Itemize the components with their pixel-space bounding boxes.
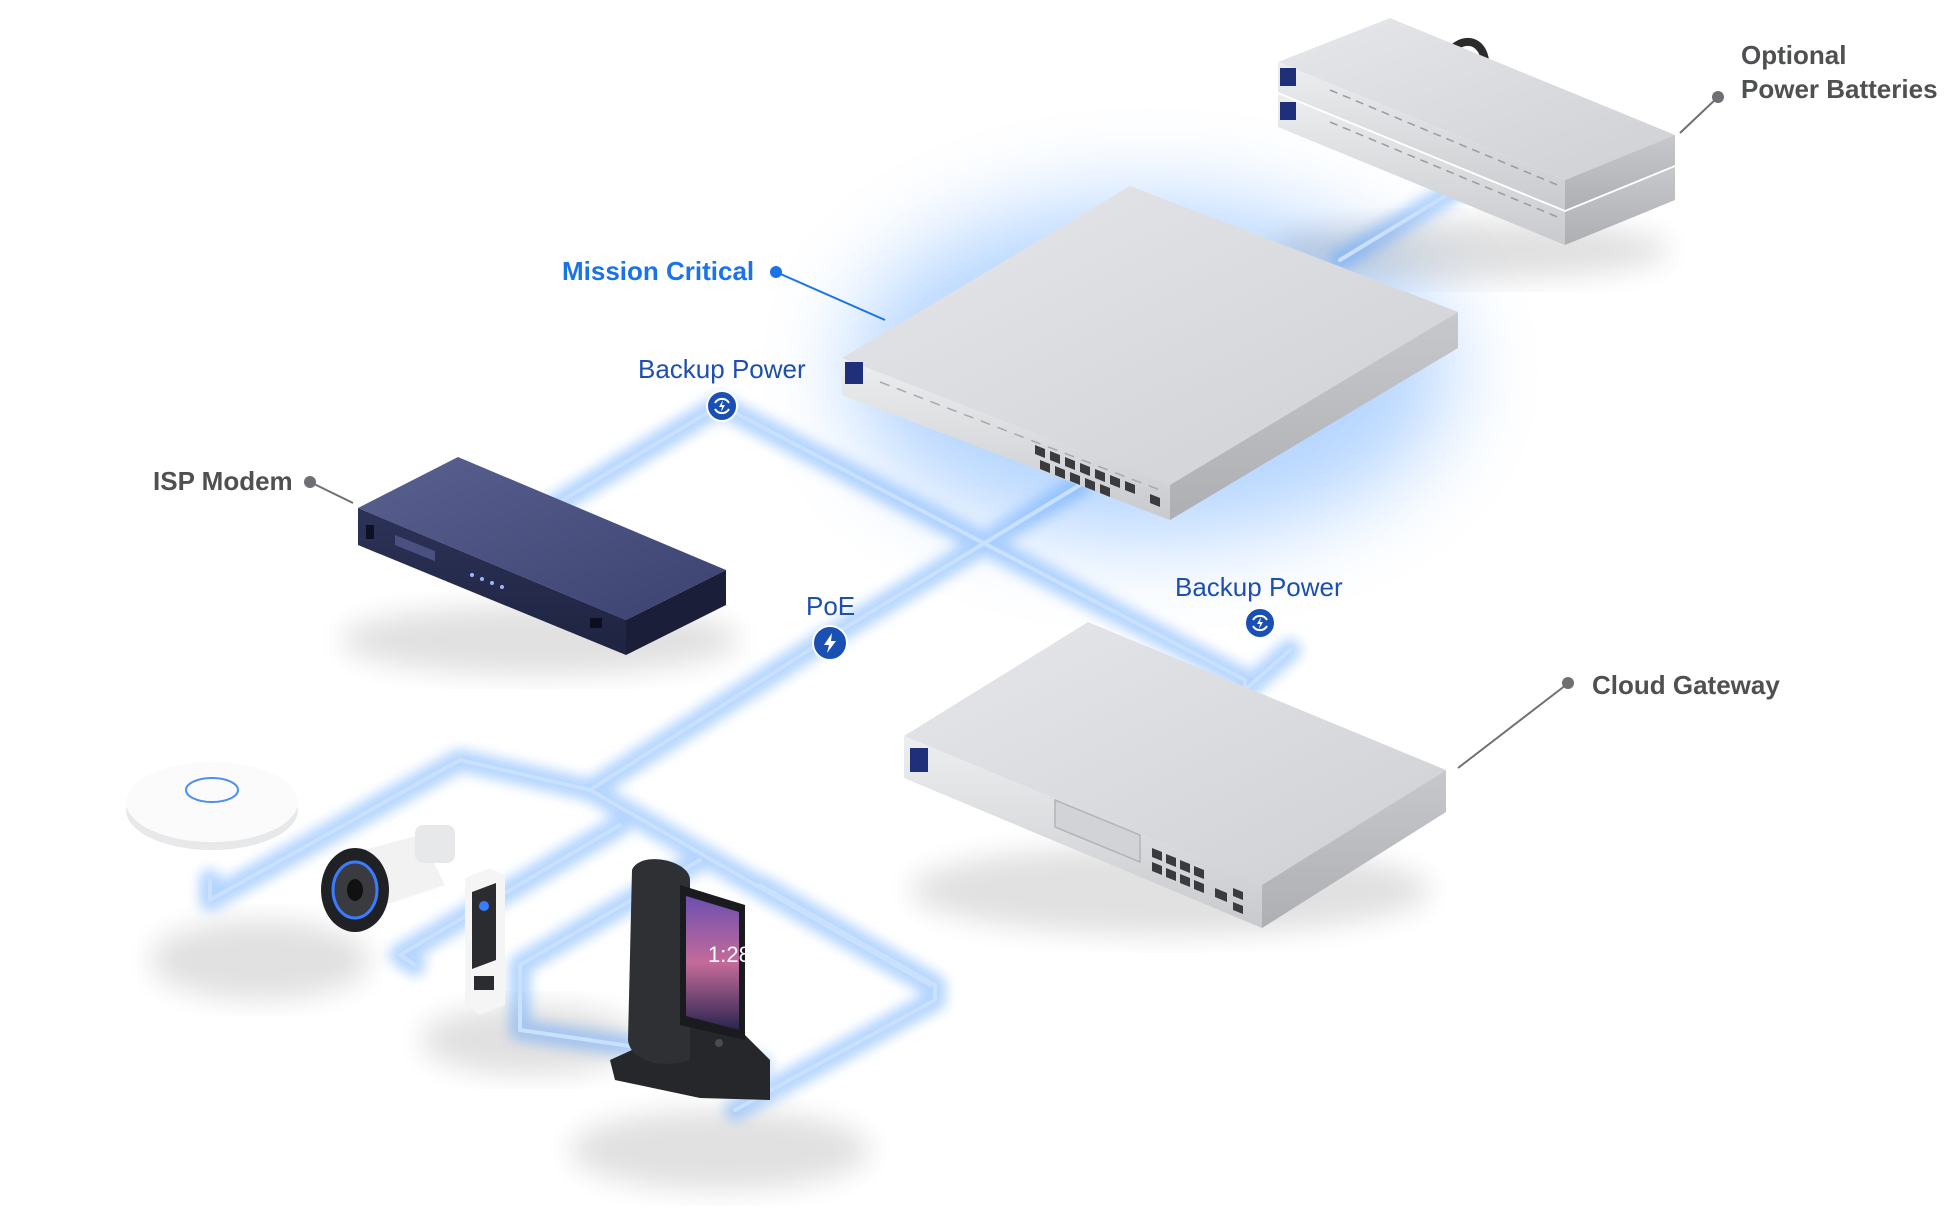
switch-ports <box>1035 445 1160 507</box>
label-poe: PoE <box>806 591 856 621</box>
security-camera <box>321 825 455 932</box>
power-battery-stack <box>1278 18 1675 245</box>
desk-phone: 1:28 <box>610 859 770 1100</box>
cables <box>208 188 1457 1112</box>
battery-logo-icon <box>1280 102 1296 120</box>
switch-logo-icon <box>845 362 863 384</box>
cloud-gateway <box>904 622 1446 928</box>
gateway-logo-icon <box>910 748 928 772</box>
label-mission-critical: Mission Critical <box>562 256 755 286</box>
gateway-ports <box>1152 848 1243 914</box>
backup-power-badge-bottom <box>1244 607 1276 639</box>
access-reader <box>465 868 505 1015</box>
label-backup-power-top: Backup Power <box>638 354 806 384</box>
leader-mission-critical <box>775 271 886 321</box>
isp-modem <box>358 457 726 655</box>
mission-critical-switch <box>842 186 1458 520</box>
label-cloud-gateway: Cloud Gateway <box>1592 670 1780 700</box>
access-point <box>126 762 298 850</box>
lightning-bolt-icon <box>824 633 836 653</box>
modem-leds <box>470 573 504 589</box>
leader-batteries <box>1679 96 1719 134</box>
power-cycle-icon <box>714 397 730 415</box>
backup-power-badge-top <box>706 390 738 422</box>
poe-badge <box>812 625 848 661</box>
leader-lines <box>309 96 1719 769</box>
label-isp-modem: ISP Modem <box>153 466 293 496</box>
leader-cloud-gateway <box>1457 684 1567 769</box>
phone-clock: 1:28 <box>708 942 751 967</box>
phone-screen <box>686 896 739 1030</box>
leader-isp-modem <box>309 481 354 504</box>
label-optional-power-batteries: Optional Power Batteries <box>1741 40 1938 104</box>
power-cycle-icon <box>1252 614 1268 632</box>
leader-dots <box>304 91 1724 689</box>
battery-logo-icon <box>1280 68 1296 86</box>
label-backup-power-bottom: Backup Power <box>1175 572 1343 602</box>
